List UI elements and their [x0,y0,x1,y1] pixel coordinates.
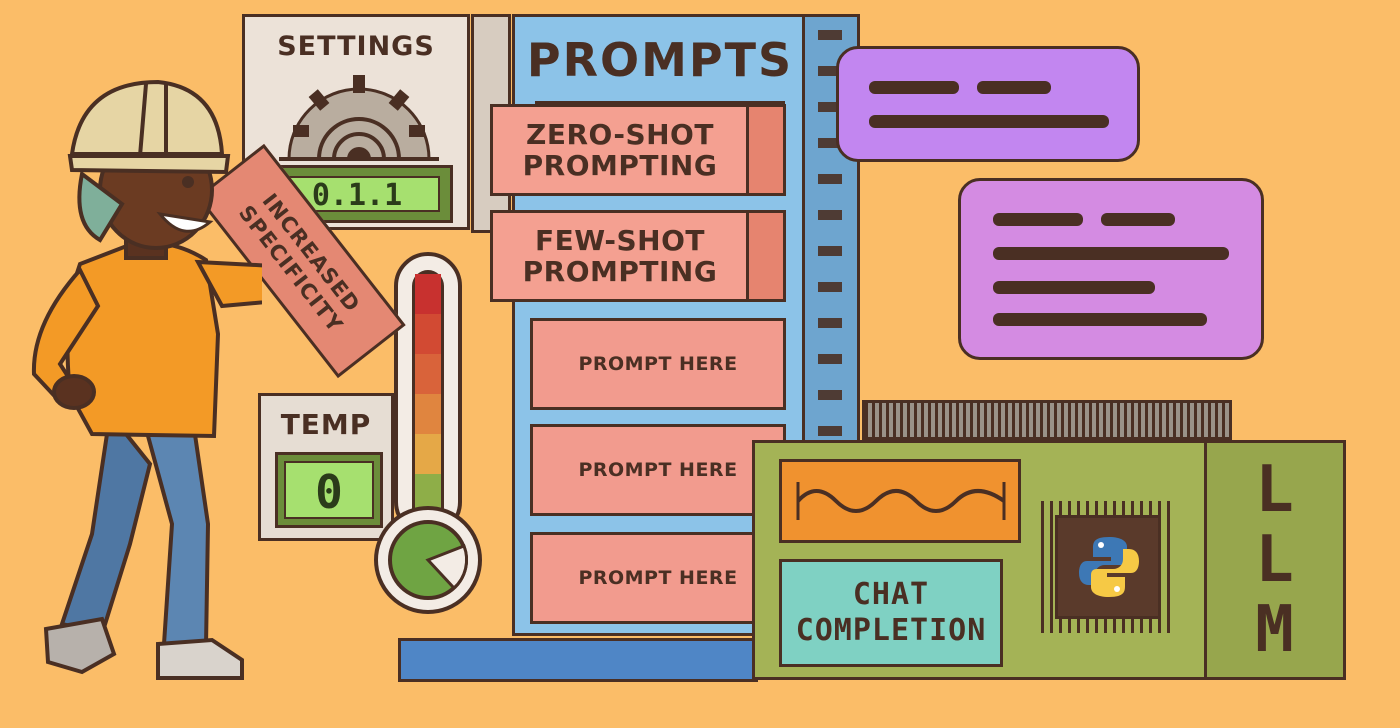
technique-card-label: FEW-SHOT PROMPTING [522,224,718,288]
llm-vent-top [862,400,1232,440]
chat-completion-label: CHAT COMPLETION [795,577,987,648]
llm-unit: CHAT COMPLETION [752,440,1208,680]
settings-title: SETTINGS [277,31,435,62]
prompt-slot[interactable]: PROMPT HERE [530,532,786,624]
llm-side-panel: LLM [1204,440,1346,680]
chat-bubble-bottom [958,178,1264,360]
technique-card-zero-shot[interactable]: ZERO-SHOT PROMPTING [490,104,750,196]
prompts-title: PROMPTS [526,33,794,87]
chat-completion-screen[interactable]: CHAT COMPLETION [779,559,1003,667]
prompt-slot[interactable]: PROMPT HERE [530,318,786,410]
chat-bubble-top [836,46,1140,162]
technique-card-zero-shot-plug [746,104,786,196]
python-logo-icon [1079,537,1139,597]
temp-display: 0 [275,452,383,528]
cpu-chip [1041,501,1175,633]
gear-icon [279,75,439,161]
temp-title: TEMP [280,408,372,441]
temp-display-value: 0 [284,461,374,519]
prompt-slot[interactable]: PROMPT HERE [530,424,786,516]
rack-base [398,638,758,682]
llm-side-label: LLM [1255,453,1295,667]
prompt-slot-label: PROMPT HERE [578,567,738,589]
thermometer-icon [374,252,482,614]
technique-card-few-shot-plug [746,210,786,302]
sine-wave-icon [796,482,1006,520]
waveform-screen [779,459,1021,543]
prompts-title-underline [535,101,785,104]
prompt-slot-label: PROMPT HERE [578,353,738,375]
technique-card-label: ZERO-SHOT PROMPTING [522,118,718,182]
prompt-slot-label: PROMPT HERE [578,459,738,481]
person-illustration [31,79,262,680]
technique-card-few-shot[interactable]: FEW-SHOT PROMPTING [490,210,750,302]
settings-panel: SETTINGS 0.1.1 [242,14,511,233]
temp-panel: TEMP 0 [258,393,394,541]
